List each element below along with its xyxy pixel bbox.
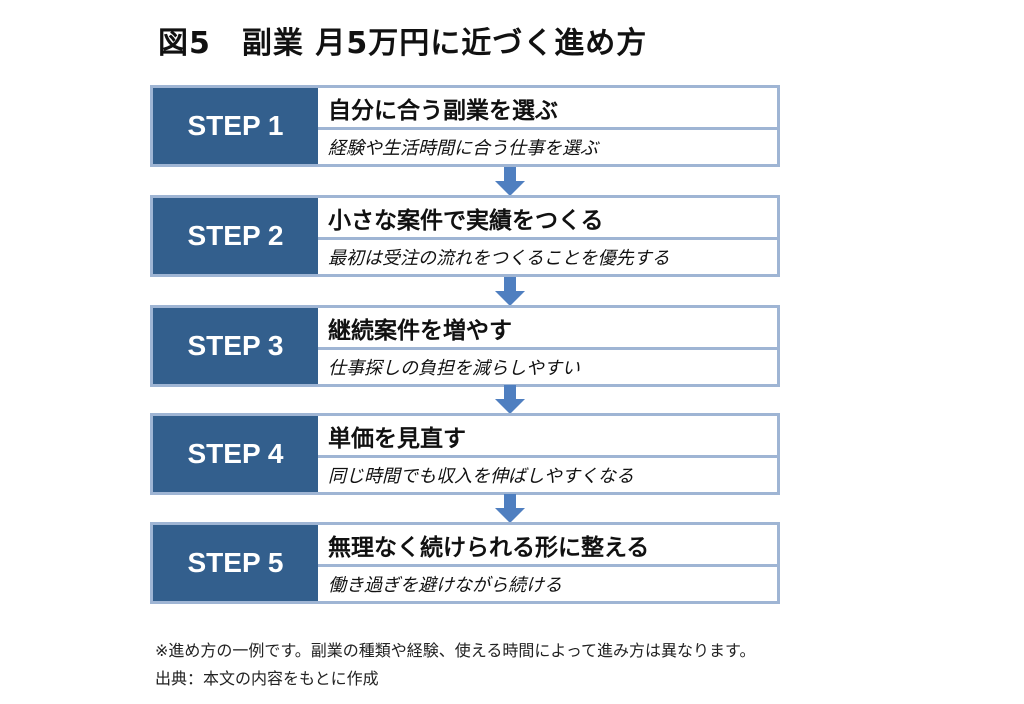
step-4-box: STEP 4 単価を見直す 同じ時間でも収入を伸ばしやすくなる bbox=[150, 413, 780, 495]
step-2-box: STEP 2 小さな案件で実績をつくる 最初は受注の流れをつくることを優先する bbox=[150, 195, 780, 277]
step-1-label: STEP 1 bbox=[153, 88, 318, 164]
source-note: 出典：本文の内容をもとに作成 bbox=[155, 669, 379, 688]
step-2-title: 小さな案件で実績をつくる bbox=[318, 198, 777, 240]
down-arrow-icon bbox=[495, 277, 525, 306]
step-2-description: 最初は受注の流れをつくることを優先する bbox=[328, 248, 670, 269]
step-3-box: STEP 3 継続案件を増やす 仕事探しの負担を減らしやすい bbox=[150, 305, 780, 387]
step-5-box: STEP 5 無理なく続けられる形に整える 働き過ぎを避けながら続ける bbox=[150, 522, 780, 604]
step-4-title: 単価を見直す bbox=[318, 416, 777, 458]
step-1-description: 経験や生活時間に合う仕事を選ぶ bbox=[328, 138, 598, 159]
down-arrow-icon bbox=[495, 167, 525, 196]
step-3-description: 仕事探しの負担を減らしやすい bbox=[328, 358, 580, 379]
step-4-label: STEP 4 bbox=[153, 416, 318, 492]
step-5-title: 無理なく続けられる形に整える bbox=[318, 525, 777, 567]
footnote: ※進め方の一例です。副業の種類や経験、使える時間によって進み方は異なります。 bbox=[155, 641, 756, 660]
step-1-box: STEP 1 自分に合う副業を選ぶ 経験や生活時間に合う仕事を選ぶ bbox=[150, 85, 780, 167]
figure-title: 図5 副業 月5万円に近づく進め方 bbox=[158, 26, 648, 61]
step-2-label: STEP 2 bbox=[153, 198, 318, 274]
step-3-label: STEP 3 bbox=[153, 308, 318, 384]
step-5-description: 働き過ぎを避けながら続ける bbox=[328, 575, 562, 596]
step-4-description: 同じ時間でも収入を伸ばしやすくなる bbox=[328, 466, 634, 487]
down-arrow-icon bbox=[495, 385, 525, 414]
step-1-title: 自分に合う副業を選ぶ bbox=[318, 88, 777, 130]
step-5-label: STEP 5 bbox=[153, 525, 318, 601]
down-arrow-icon bbox=[495, 494, 525, 523]
step-3-title: 継続案件を増やす bbox=[318, 308, 777, 350]
